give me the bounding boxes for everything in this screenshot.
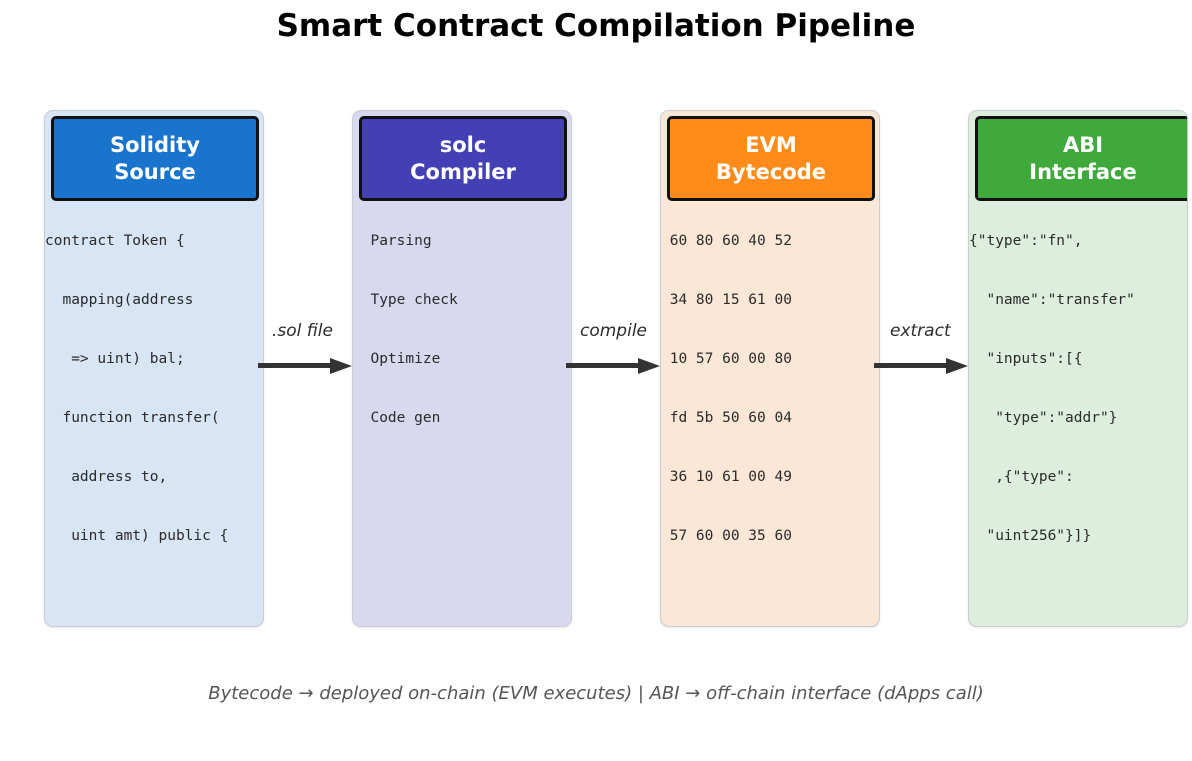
- code-line: => uint) bal;: [45, 351, 185, 367]
- code-line: "inputs":[{: [969, 351, 1083, 367]
- code-line: uint amt) public {: [45, 528, 229, 544]
- code-line: Type check: [353, 292, 458, 308]
- code-line: 60 80 60 40 52: [661, 233, 792, 249]
- code-line: fd 5b 50 60 04: [661, 410, 792, 426]
- stage-body-solidity-source: contract Token { mapping(address => uint…: [45, 207, 263, 577]
- code-line: function transfer(: [45, 410, 220, 426]
- code-line: 10 57 60 00 80: [661, 351, 792, 367]
- code-line: contract Token {: [45, 233, 185, 249]
- arrow-shaft: [258, 363, 334, 368]
- stage-body-abi-interface: {"type":"fn", "name":"transfer" "inputs"…: [969, 207, 1187, 577]
- code-line: "uint256"}]}: [969, 528, 1092, 544]
- code-line: 34 80 15 61 00: [661, 292, 792, 308]
- code-line: "name":"transfer": [969, 292, 1135, 308]
- arrow-right-icon-compile: [566, 358, 662, 374]
- arrow-head: [946, 358, 968, 374]
- arrow-shaft: [566, 363, 642, 368]
- diagram-caption: Bytecode → deployed on-chain (EVM execut…: [208, 683, 984, 704]
- code-line: {"type":"fn",: [969, 233, 1083, 249]
- code-line: Optimize: [353, 351, 441, 367]
- arrow-shaft: [874, 363, 950, 368]
- arrow-label-sol-file: .sol file: [272, 321, 333, 341]
- code-line: mapping(address: [45, 292, 194, 308]
- code-line: 36 10 61 00 49: [661, 469, 792, 485]
- code-line: 57 60 00 35 60: [661, 528, 792, 544]
- code-line: Code gen: [353, 410, 441, 426]
- arrow-right-icon-sol-file: [258, 358, 354, 374]
- arrow-label-compile: compile: [580, 321, 648, 341]
- arrow-head: [330, 358, 352, 374]
- code-line: "type":"addr"}: [969, 410, 1118, 426]
- arrow-right-icon-extract: [874, 358, 970, 374]
- arrow-label-extract: extract: [890, 321, 951, 341]
- stage-body-evm-bytecode: 60 80 60 40 52 34 80 15 61 00 10 57 60 0…: [661, 207, 879, 577]
- arrow-head: [638, 358, 660, 374]
- code-line: Parsing: [353, 233, 432, 249]
- page-title: Smart Contract Compilation Pipeline: [276, 8, 916, 44]
- code-line: address to,: [45, 469, 168, 485]
- code-line: ,{"type":: [969, 469, 1074, 485]
- stage-body-solc-compiler: Parsing Type check Optimize Code gen: [353, 207, 571, 459]
